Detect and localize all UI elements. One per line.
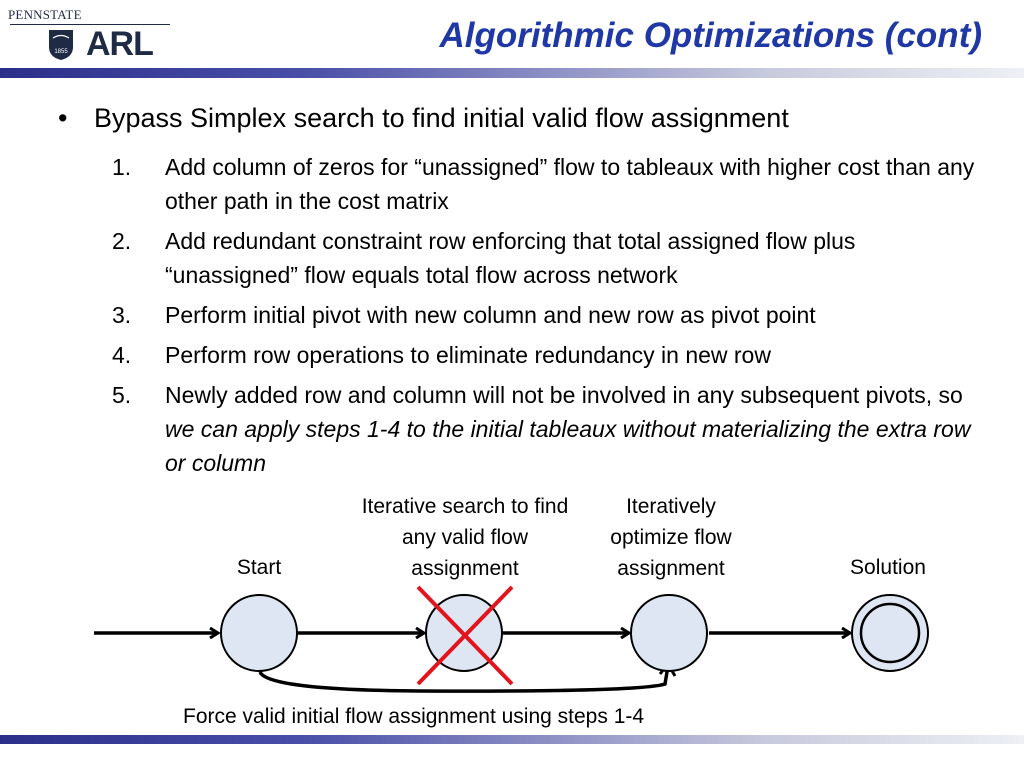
node-optimize [630,594,708,672]
node-start [220,594,298,672]
title-divider-bar [0,68,1024,78]
node-label-solution: Solution [850,556,926,579]
step-item: 2. Add redundant constraint row enforcin… [112,224,992,292]
step-number: 3. [112,302,132,328]
node-label-optimize: Iteratively optimize flow assignment [610,495,732,580]
step-text: Perform row operations to eliminate redu… [165,342,771,368]
cross-mark-line-2 [416,585,514,686]
node-label-start: Start [236,556,282,579]
step-text: Newly added row and column will not be i… [165,378,992,480]
shield-icon: 1855 [49,30,73,60]
logo-top-text: PENNSTATE [8,7,82,22]
step-number: 1. [112,154,132,180]
logo-main-text: ARL [86,25,154,63]
step-item: 4. Perform row operations to eliminate r… [112,338,992,372]
steps-list: 1. Add column of zeros for “unassigned” … [112,150,992,486]
bullet-marker: • [58,103,68,133]
logo-divider [10,24,170,25]
step-text-plain: Newly added row and column will not be i… [165,382,963,408]
step-number: 5. [112,382,132,408]
step-item: 5. Newly added row and column will not b… [112,378,992,480]
step-number: 2. [112,228,132,254]
step-item: 1. Add column of zeros for “unassigned” … [112,150,992,218]
bullet-text: Bypass Simplex search to find initial va… [94,103,789,133]
slide-title: Algorithmic Optimizations (cont) [439,16,982,55]
state-diagram: Start Iterative search to find any valid… [0,490,1024,735]
bypass-caption: Force valid initial flow assignment usin… [183,705,645,728]
step-text-italic: we can apply steps 1-4 to the initial ta… [165,416,971,476]
node-solution-inner [859,602,921,664]
step-text: Add column of zeros for “unassigned” flo… [165,154,975,214]
step-text: Add redundant constraint row enforcing t… [165,228,856,288]
step-item: 3. Perform initial pivot with new column… [112,298,992,332]
step-text: Perform initial pivot with new column an… [165,302,816,328]
state-diagram-svg [94,585,929,693]
penn-state-arl-logo: PENNSTATE 1855 ARL [4,6,174,66]
step-number: 4. [112,342,132,368]
shield-year: 1855 [54,49,68,55]
edge-bypass [258,665,670,693]
node-label-search: Iterative search to find any valid flow … [361,495,569,580]
footer-bar [0,735,1024,744]
